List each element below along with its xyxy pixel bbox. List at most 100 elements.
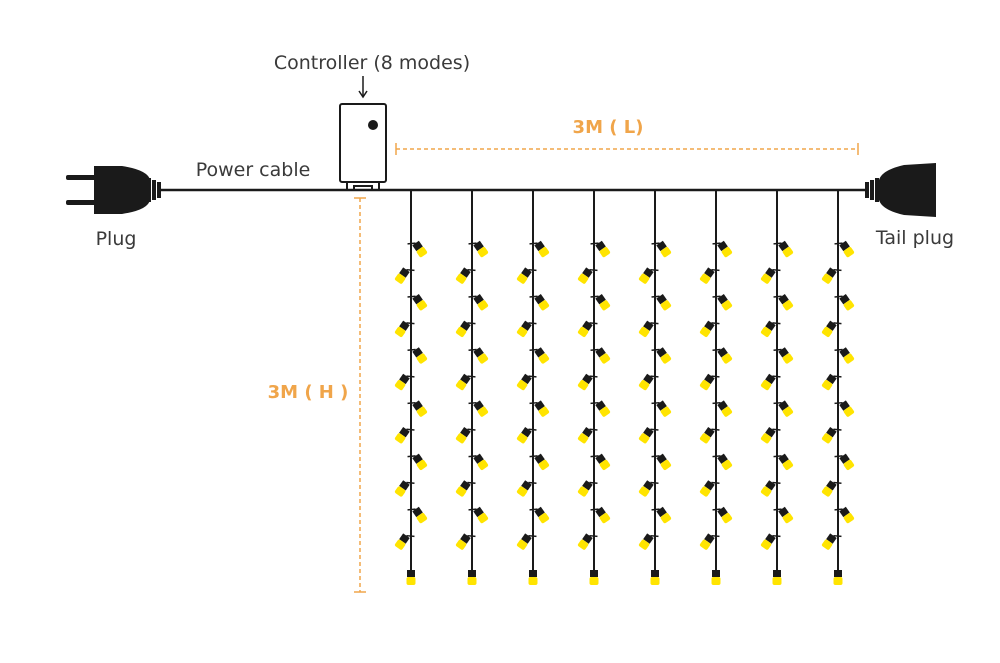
bulb-icon [590, 506, 611, 524]
bulb-icon [772, 566, 782, 585]
bulb-icon [577, 267, 598, 284]
controller-arrow-icon [358, 76, 368, 99]
bulb-icon [394, 426, 415, 444]
bulb-icon [834, 506, 855, 524]
bulb-icon [651, 240, 672, 258]
bulb-icon [651, 506, 672, 524]
bulb-icon [833, 566, 843, 585]
bulb-icon [516, 480, 537, 497]
light-strand [516, 190, 550, 585]
bulb-icon [773, 506, 794, 524]
bulb-icon [699, 480, 720, 497]
bulb-icon [834, 240, 855, 258]
bulb-icon [711, 566, 721, 585]
bulb-icon [407, 293, 428, 311]
bulb-icon [638, 426, 659, 444]
height-label: 3M ( H ) [268, 382, 349, 403]
bulb-icon [394, 480, 415, 497]
power-cable-label: Power cable [196, 159, 311, 181]
bulb-icon [455, 533, 476, 550]
bulb-icon [468, 506, 489, 524]
bulb-icon [577, 533, 598, 550]
bulb-icon [468, 347, 489, 364]
bulb-icon [407, 400, 428, 417]
bulb-icon [712, 240, 733, 258]
bulb-icon [712, 400, 733, 417]
controller-icon [339, 103, 387, 191]
bulb-icon [394, 373, 415, 391]
bulb-icon [577, 373, 598, 391]
bulb-icon [516, 426, 537, 444]
light-strand [760, 190, 794, 585]
bulb-icon [773, 347, 794, 364]
bulb-icon [468, 240, 489, 258]
bulb-icon [529, 240, 550, 258]
bulb-icon [516, 533, 537, 550]
bulb-icon [577, 426, 598, 444]
bulb-icon [821, 426, 842, 444]
bulb-icon [651, 347, 672, 364]
bulb-icon [699, 320, 720, 337]
bulb-icon [821, 480, 842, 497]
bulb-icon [455, 426, 476, 444]
length-label: 3M ( L) [573, 117, 644, 138]
bulb-icon [407, 506, 428, 524]
bulb-icon [407, 240, 428, 258]
bulb-icon [577, 480, 598, 497]
bulb-icon [590, 453, 611, 470]
bulb-icon [773, 453, 794, 470]
bulb-icon [468, 293, 489, 311]
bulb-icon [455, 480, 476, 497]
bulb-icon [455, 373, 476, 391]
bulb-icon [589, 566, 599, 585]
light-strands [394, 190, 855, 585]
bulb-icon [638, 320, 659, 337]
plug-label: Plug [96, 228, 137, 250]
bulb-icon [394, 533, 415, 550]
light-strand [577, 190, 611, 585]
bulb-icon [468, 453, 489, 470]
bulb-icon [760, 480, 781, 497]
bulb-icon [821, 320, 842, 337]
bulb-icon [638, 267, 659, 284]
tail-plug-icon [865, 163, 936, 217]
bulb-icon [638, 480, 659, 497]
bulb-icon [455, 267, 476, 284]
height-dimension [354, 197, 366, 593]
bulb-icon [651, 453, 672, 470]
bulb-icon [529, 453, 550, 470]
bulb-icon [516, 320, 537, 337]
bulb-icon [821, 373, 842, 391]
controller-label: Controller (8 modes) [274, 52, 470, 74]
bulb-icon [834, 293, 855, 311]
bulb-icon [699, 426, 720, 444]
light-strand [455, 190, 489, 585]
bulb-icon [467, 566, 477, 585]
bulb-icon [407, 453, 428, 470]
bulb-icon [394, 267, 415, 284]
bulb-icon [699, 373, 720, 391]
bulb-icon [834, 347, 855, 364]
bulb-icon [773, 400, 794, 417]
length-dimension [395, 143, 859, 155]
bulb-icon [528, 566, 538, 585]
bulb-icon [529, 347, 550, 364]
bulb-icon [516, 267, 537, 284]
bulb-icon [638, 533, 659, 550]
bulb-icon [760, 426, 781, 444]
bulb-icon [577, 320, 598, 337]
light-strand [699, 190, 733, 585]
bulb-icon [712, 506, 733, 524]
light-strand [638, 190, 672, 585]
bulb-icon [394, 320, 415, 337]
bulb-icon [650, 566, 660, 585]
bulb-icon [699, 533, 720, 550]
bulb-icon [455, 320, 476, 337]
tail-plug-label: Tail plug [875, 227, 954, 249]
bulb-icon [773, 293, 794, 311]
bulb-icon [773, 240, 794, 258]
bulb-icon [651, 293, 672, 311]
bulb-icon [760, 373, 781, 391]
